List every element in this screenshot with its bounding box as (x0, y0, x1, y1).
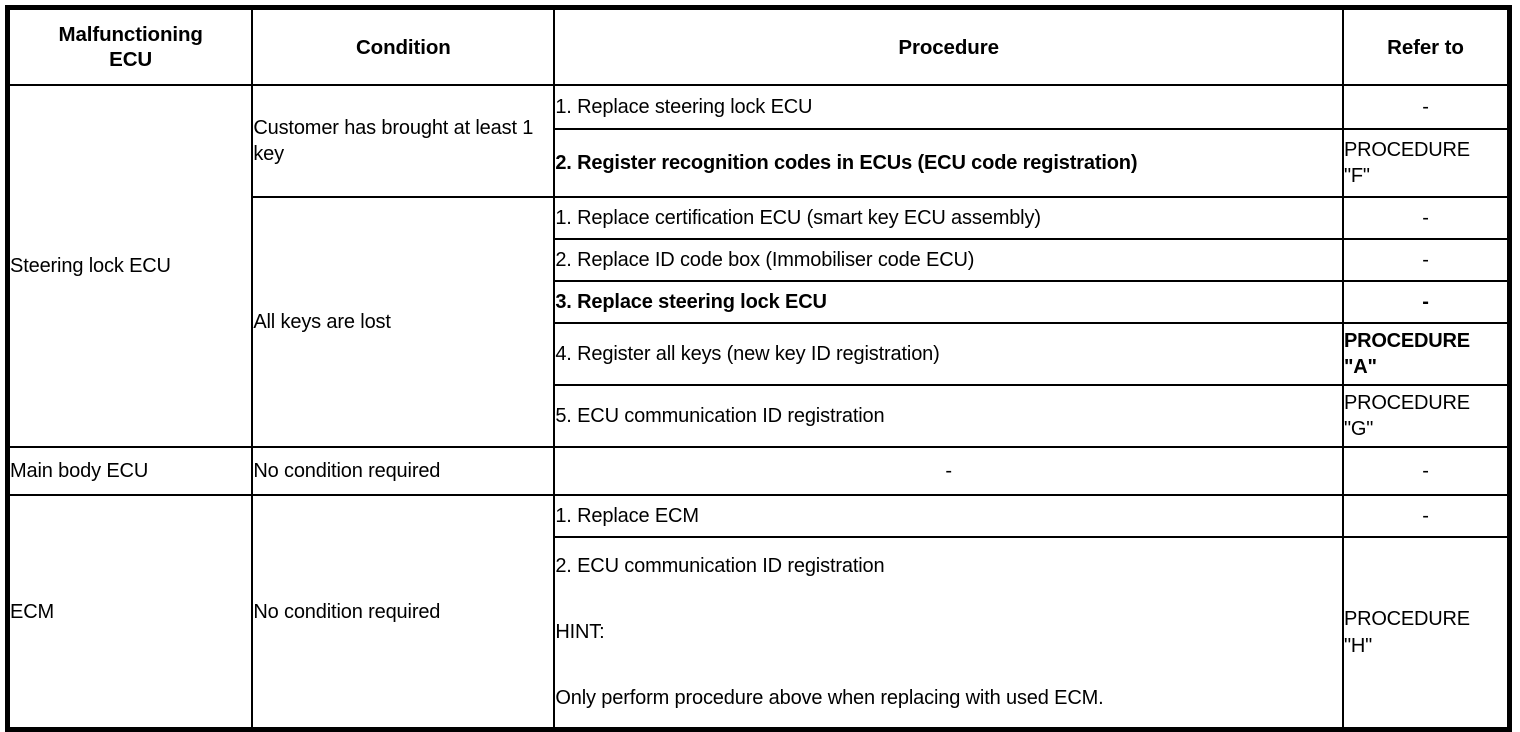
cell-condition-no-condition-required: No condition required (251, 494, 556, 731)
procedure-line: 2. ECU communication ID registration (555, 555, 885, 577)
cell-refer-to: - (1341, 196, 1511, 240)
table-row: ECM No condition required 1. Replace ECM… (6, 494, 1511, 731)
cell-refer-to: - (1341, 280, 1511, 324)
cell-refer-to: PROCEDURE "G" (1341, 384, 1511, 448)
ecu-procedure-table: Malfunctioning ECU Condition Procedure R… (5, 5, 1512, 732)
cell-refer-to: - (1341, 84, 1511, 130)
table-row: 2. ECU communication ID registration HIN… (8, 536, 1511, 731)
cell-condition-no-condition-required: No condition required (251, 446, 556, 496)
table-row: 2. Register recognition codes in ECUs (E… (8, 128, 1511, 198)
procedure-hint-label: HINT: (555, 621, 605, 643)
column-header-procedure: Procedure (553, 6, 1344, 86)
cell-procedure: 5. ECU communication ID registration (553, 384, 1344, 448)
ecu-procedure-table-container: Malfunctioning ECU Condition Procedure R… (5, 5, 1512, 732)
table-row: All keys are lost 1. Replace certificati… (8, 196, 1511, 448)
table-body: Steering lock ECU Customer has brought a… (6, 84, 1511, 731)
cell-procedure: 1. Replace ECM (553, 494, 1344, 538)
cell-refer-to: PROCEDURE "F" (1341, 128, 1511, 198)
cell-procedure: 3. Replace steering lock ECU (553, 280, 1344, 324)
cell-procedure-ecm-hint: 2. ECU communication ID registration HIN… (553, 536, 1344, 731)
cell-refer-to: - (1341, 238, 1511, 282)
cell-refer-to: - (1341, 494, 1511, 538)
cell-procedure: 1. Replace steering lock ECU (553, 84, 1344, 130)
table-header: Malfunctioning ECU Condition Procedure R… (6, 6, 1511, 86)
cell-procedure: 2. Register recognition codes in ECUs (E… (553, 128, 1344, 198)
cell-condition-customer-brought-key: Customer has brought at least 1 key (251, 84, 556, 198)
cell-procedure: 2. Replace ID code box (Immobiliser code… (553, 238, 1344, 282)
column-header-condition: Condition (251, 6, 556, 86)
cell-ecu-main-body: Main body ECU (6, 446, 254, 496)
table-row: Main body ECU No condition required - - (6, 446, 1511, 496)
procedure-hint-text: Only perform procedure above when replac… (555, 687, 1104, 709)
cell-condition-all-keys-lost: All keys are lost (251, 196, 556, 448)
cell-refer-to: PROCEDURE "H" (1341, 536, 1511, 731)
cell-refer-to: - (1341, 446, 1511, 496)
cell-procedure: 1. Replace certification ECU (smart key … (553, 196, 1344, 240)
cell-refer-to: PROCEDURE "A" (1341, 322, 1511, 386)
table-row: 4. Register all keys (new key ID registr… (8, 322, 1511, 386)
cell-ecu-ecm: ECM (6, 494, 254, 731)
table-row: Steering lock ECU Customer has brought a… (6, 84, 1511, 448)
header-row: Malfunctioning ECU Condition Procedure R… (6, 6, 1511, 86)
column-header-malfunctioning-ecu: Malfunctioning ECU (6, 6, 254, 86)
procedure-lines: 2. ECU communication ID registration HIN… (555, 538, 1342, 727)
cell-procedure: 4. Register all keys (new key ID registr… (553, 322, 1344, 386)
cell-ecu-steering-lock: Steering lock ECU (6, 84, 254, 448)
table-row: 5. ECU communication ID registration PRO… (8, 384, 1511, 448)
table-row: 3. Replace steering lock ECU - (8, 280, 1511, 324)
table-row: 2. Replace ID code box (Immobiliser code… (8, 238, 1511, 282)
cell-procedure: - (553, 446, 1344, 496)
column-header-refer-to: Refer to (1341, 6, 1511, 86)
